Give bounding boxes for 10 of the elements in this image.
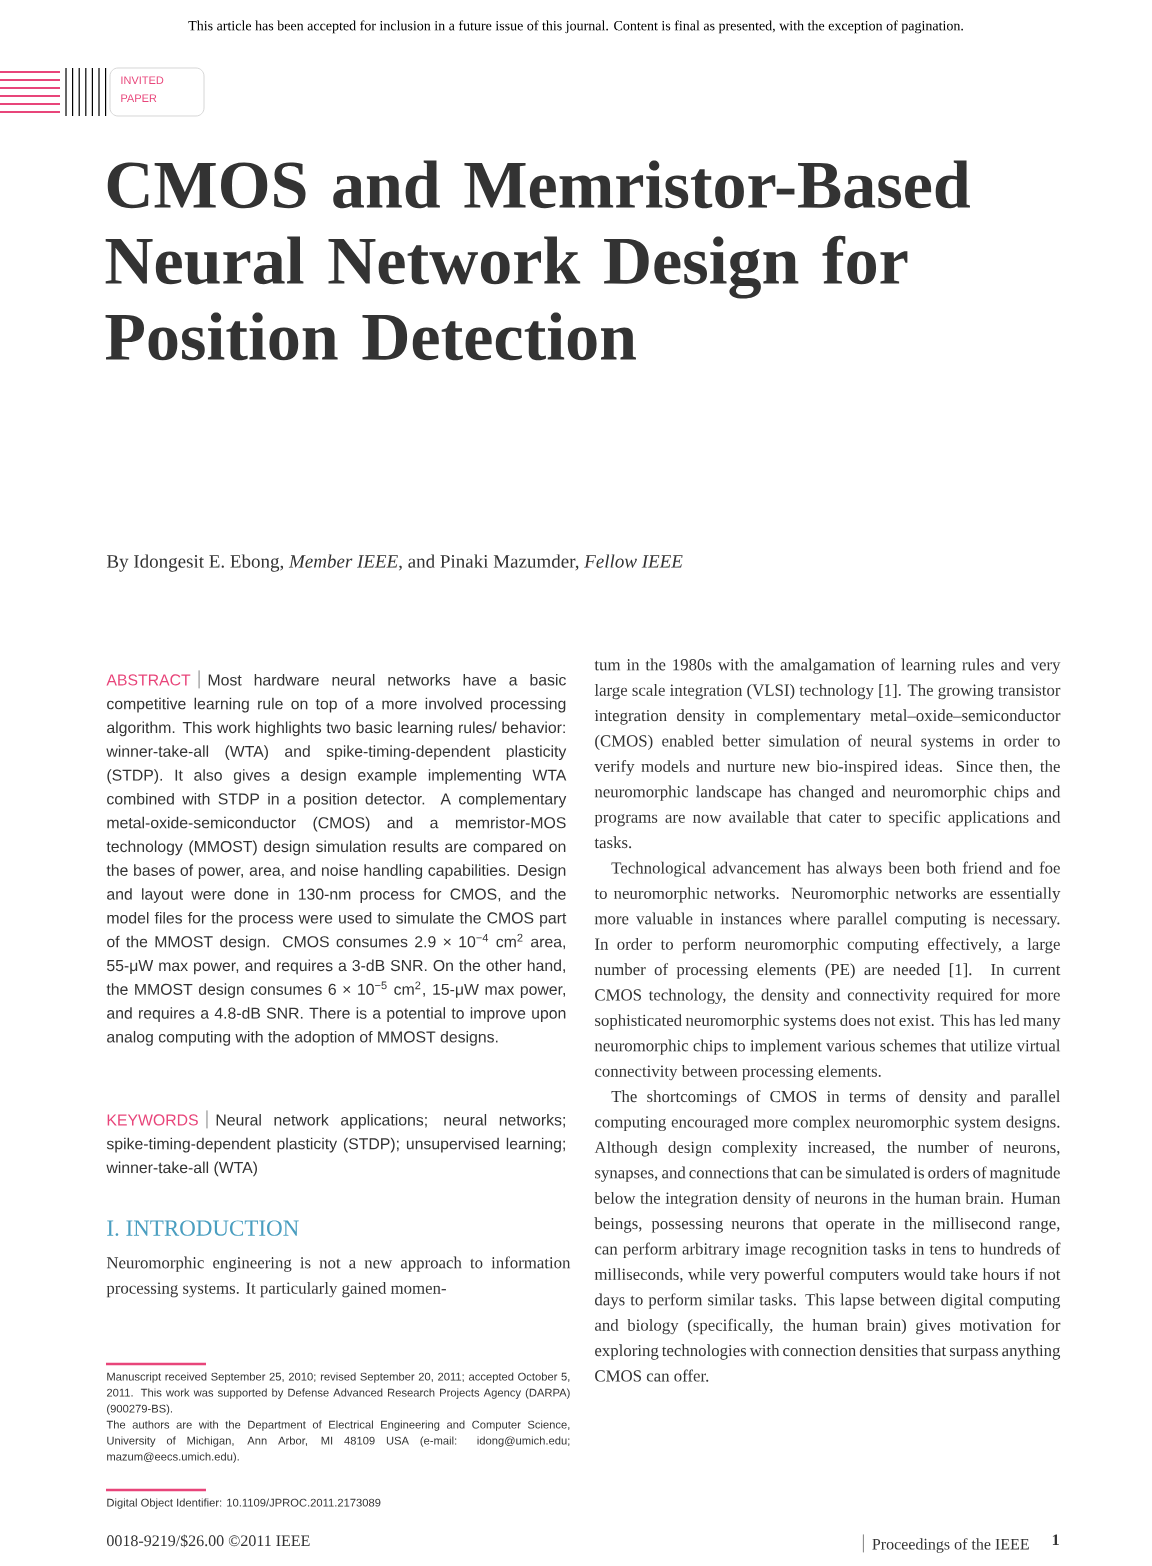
- body-paragraph: The shortcomings of CMOS in terms of density and parallel computing encouraged more complex neuromorphic system designs. Although design complexity increased, the number of neurons, synapses, and connections that can be simulated is orders of magnitude below the integration density of neurons in the human brain. Human beings, possessing neurons that operate in the millisecond range, can perform arbitrary image recognition tasks in tens to hundreds of milliseconds, while very powerful computers would take hours if not days to perform similar tasks. This lapse between digital computing and biology (specifically, the human brain) gives motivation for exploring technologies with connection densities that surpass anything CMOS can offer.: [594, 1090, 1061, 1382]
- body-paragraph: Technological advancement has always been both friend and foe to neuromorphic networks. Neuromorphic networks are essentially more valuable in instances where parallel computing is necessary. In order to perform neuromorphic computing effectively, a large number of processing elements (PE) are needed [1]. In current CMOS technology, the density and connectivity required for more sophisticated neuromorphic systems does not exist. This has led many neuromorphic chips to implement various schemes that utilize virtual connectivity between processing elements.: [594, 861, 1061, 1081]
- section-heading: I. INTRODUCTION: [107, 1220, 299, 1236]
- footer-text: Proceedings of the IEEE: [862, 1533, 1029, 1553]
- title: CMOS and Memristor-Based Neural Network Design for Position Detection: [105, 160, 970, 361]
- body-paragraph: Neuromorphic engineering is not a new approach to information processing systems. It particularly gained momen-: [106, 1256, 571, 1298]
- byline: By Idongesit E. Ebong, Member IEEE, and Pinaki Mazumder, Fellow IEEE: [106, 554, 683, 572]
- page-number: 1: [1052, 1534, 1059, 1545]
- body-paragraph: tum in the 1980s with the amalgamation of learning rules and very large scale integration (VLSI) technology [1]. The growing transistor integration density in complementary metal–oxide–semiconductor (CMOS) enabled better simulation of neural systems in order to verify models and nurture new bio-inspired ideas. Since then, the neuromorphic landscape has changed and neuromorphic chips and programs are now available that cater to specific applications and tasks.: [594, 658, 1061, 849]
- footer-text: 0018-9219/$26.00 ©2011 IEEE: [107, 1534, 310, 1548]
